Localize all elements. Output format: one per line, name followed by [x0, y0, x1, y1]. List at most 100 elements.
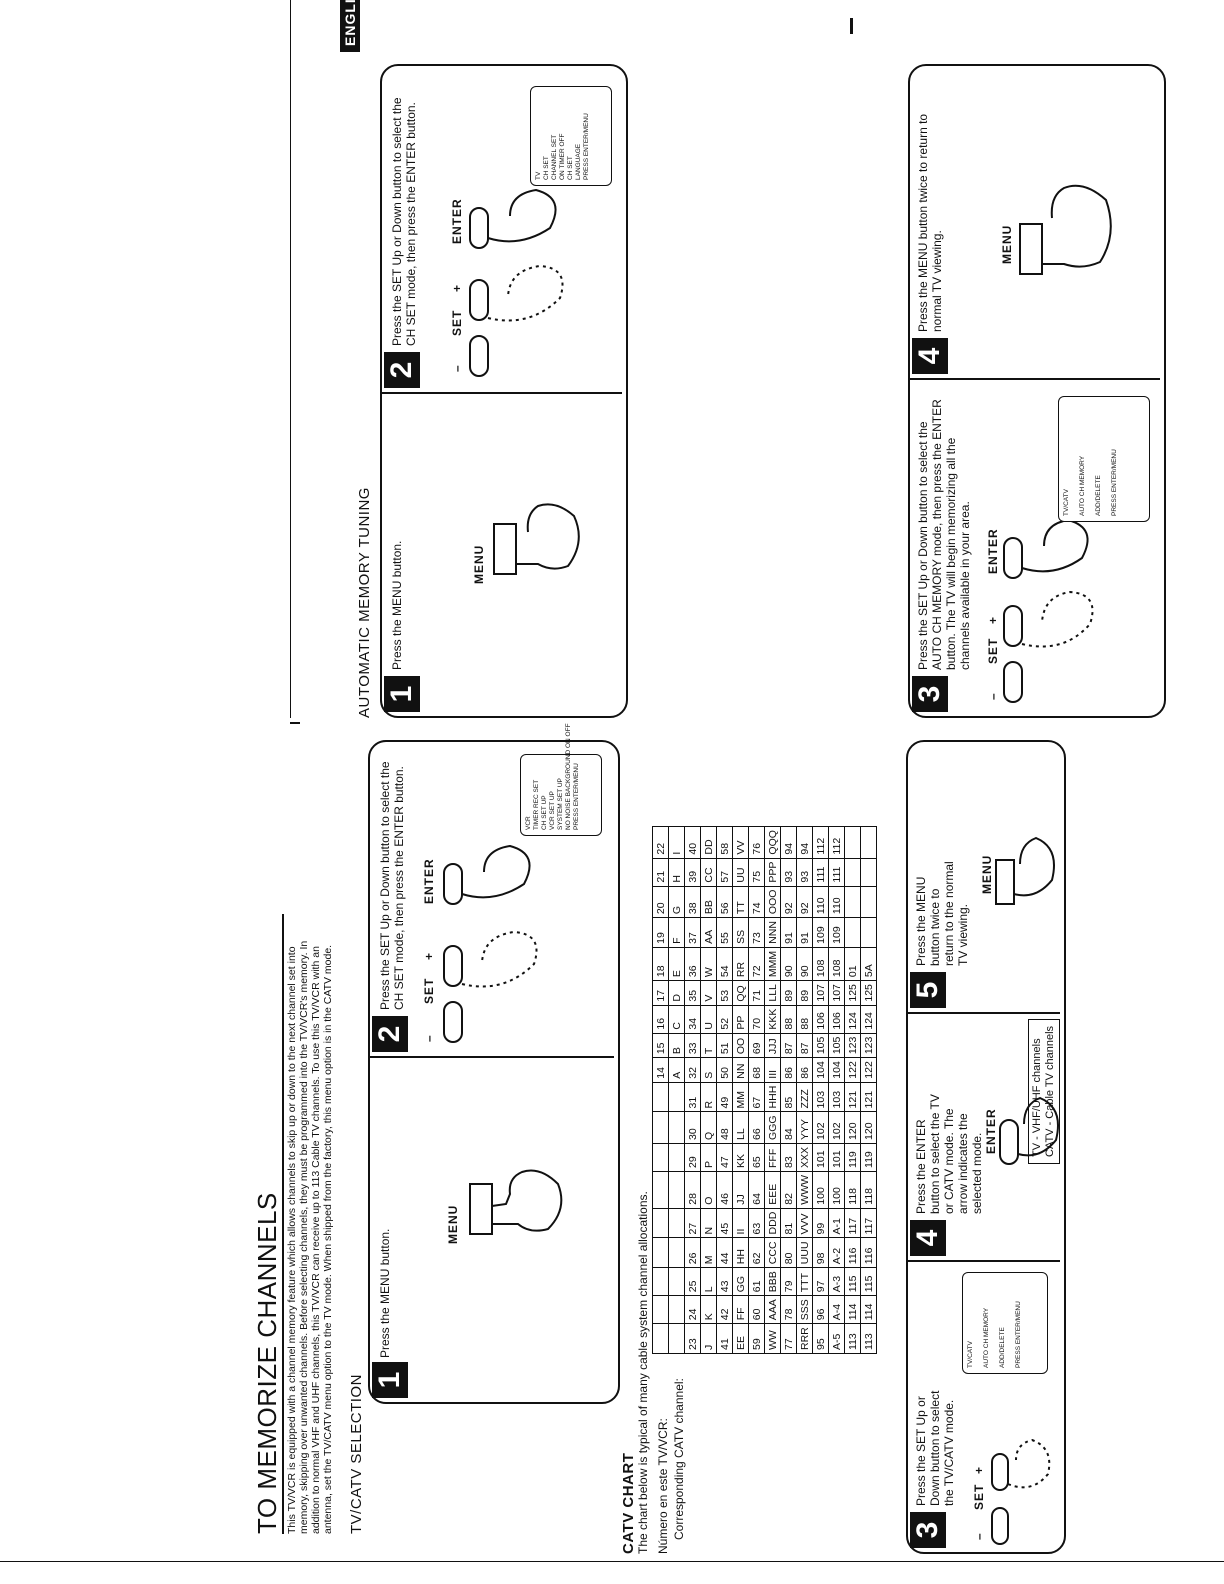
step-2-text: Press the SET Up or Down button to selec… — [378, 761, 406, 1010]
catv-table-cell — [844, 858, 861, 887]
step-2-text: Press the SET Up or Down button to selec… — [390, 97, 418, 346]
set-minus-label: – — [422, 1034, 436, 1042]
catv-table-cell: W — [700, 947, 717, 981]
catv-table-cell: TT — [732, 886, 749, 918]
title-rule — [282, 914, 284, 1534]
catv-table-cell: 84 — [780, 1111, 797, 1144]
catv-table-cell: 41 — [716, 1323, 733, 1354]
catv-table-cell: 21 — [652, 858, 669, 887]
catv-table-cell — [668, 1267, 685, 1296]
set-plus-label: + — [972, 1465, 986, 1474]
catv-table-cell: 74 — [748, 886, 765, 918]
catv-table-cell: MMM — [764, 947, 781, 981]
catv-table-cell: 118 — [860, 1171, 877, 1209]
menu-label: MENU — [446, 1204, 460, 1244]
catv-table-cell: 27 — [684, 1208, 701, 1238]
catv-table-cell: 85 — [780, 1082, 797, 1112]
catv-table-cell: QQQ — [764, 826, 781, 859]
catv-table-cell — [668, 1208, 685, 1238]
catv-table-cell: 63 — [748, 1208, 765, 1238]
catv-table-cell: 88 — [796, 1005, 813, 1034]
catv-table-cell: R — [700, 1082, 717, 1112]
catv-table-cell: 16 — [652, 1005, 669, 1034]
catv-table-cell: 115 — [860, 1267, 877, 1296]
catv-table-cell: XXX — [796, 1143, 813, 1172]
tvcatv-heading: TV/CATV SELECTION — [348, 1374, 365, 1534]
step-number-3: 3 — [910, 1512, 946, 1548]
catv-table-cell: GGG — [764, 1111, 781, 1144]
catv-table-cell: H — [668, 858, 685, 887]
catv-table-cell: 98 — [812, 1237, 829, 1268]
page-separator-rule — [290, 0, 291, 718]
hand-pressing-menu-icon — [995, 836, 1055, 905]
catv-table-cell: AA — [700, 917, 717, 948]
catv-table-cell: LLL — [764, 980, 781, 1006]
catv-table-cell: A-4 — [828, 1295, 845, 1324]
catv-table-cell: 125 — [844, 980, 861, 1006]
step-divider — [370, 1056, 614, 1058]
catv-table-cell: ZZZ — [796, 1082, 813, 1112]
catv-table-cell: 116 — [844, 1237, 861, 1268]
catv-table-cell: 23 — [684, 1323, 701, 1354]
catv-table-cell — [652, 1237, 669, 1268]
step-number-2: 2 — [384, 352, 420, 388]
catv-table-cell: KK — [732, 1143, 749, 1172]
catv-table-cell: 54 — [716, 947, 733, 981]
catv-subheading: The chart below is typical of many cable… — [636, 1191, 650, 1554]
catv-table-cell: 31 — [684, 1082, 701, 1112]
catv-table-cell: 106 — [812, 1005, 829, 1034]
catv-table-cell: D — [668, 980, 685, 1006]
catv-table-cell: V — [700, 980, 717, 1006]
catv-table-cell: 117 — [844, 1208, 861, 1238]
catv-table-cell: 46 — [716, 1171, 733, 1209]
step-divider — [382, 392, 622, 394]
catv-table-cell: 119 — [844, 1143, 861, 1172]
catv-table-cell: 82 — [780, 1171, 797, 1209]
catv-table-cell — [844, 886, 861, 918]
catv-table-cell: 69 — [748, 1033, 765, 1058]
catv-table-cell: CCC — [764, 1237, 781, 1268]
catv-table-cell: 67 — [748, 1082, 765, 1112]
hands-pressing-set-enter-icon — [443, 844, 538, 1043]
catv-table-cell: 90 — [780, 947, 797, 981]
catv-table-cell: 92 — [796, 886, 813, 918]
catv-table-cell: 20 — [652, 886, 669, 918]
hand-pressing-menu-icon — [1019, 184, 1112, 275]
catv-table-cell: 77 — [780, 1323, 797, 1354]
catv-table-cell: 22 — [652, 826, 669, 859]
step-divider — [908, 1260, 1060, 1262]
catv-table-cell: JJJ — [764, 1033, 781, 1058]
step-1-text: Press the MENU button. — [378, 1228, 392, 1358]
catv-table-cell — [652, 1143, 669, 1172]
catv-table-cell: YYY — [796, 1111, 813, 1144]
catv-table-cell: UUU — [796, 1237, 813, 1268]
catv-table-cell: 107 — [812, 980, 829, 1006]
catv-table-cell: 76 — [748, 826, 765, 859]
catv-table-cell: VVV — [796, 1208, 813, 1238]
catv-table-cell: FF — [732, 1295, 749, 1324]
catv-table-cell: 97 — [812, 1267, 829, 1296]
catv-table-cell: MM — [732, 1082, 749, 1112]
catv-table-cell: KKK — [764, 1005, 781, 1034]
catv-table-cell: 115 — [844, 1267, 861, 1296]
catv-table-cell: 15 — [652, 1033, 669, 1058]
catv-table-cell: E — [668, 947, 685, 981]
catv-table-cell: 101 — [828, 1143, 845, 1172]
catv-table-cell: 87 — [780, 1033, 797, 1058]
catv-table-cell: GG — [732, 1267, 749, 1296]
catv-table-cell: LL — [732, 1111, 749, 1144]
catv-table-cell: 93 — [796, 858, 813, 887]
catv-table-cell: 57 — [716, 858, 733, 887]
catv-table-cell: 62 — [748, 1237, 765, 1268]
menu-label: MENU — [980, 854, 994, 894]
catv-table-cell — [652, 1267, 669, 1296]
